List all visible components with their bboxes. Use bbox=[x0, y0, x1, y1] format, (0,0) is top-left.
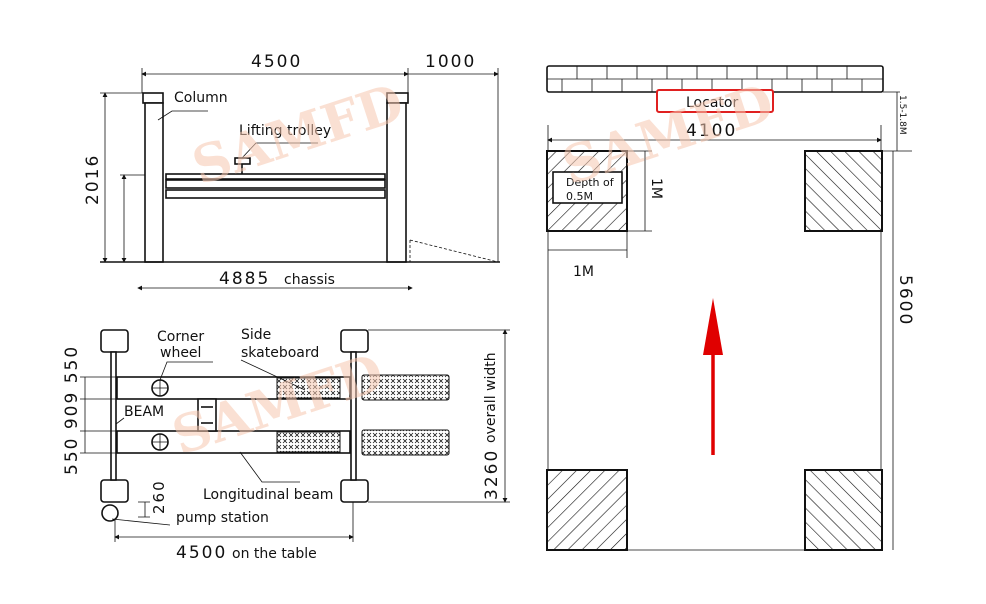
length-dim: 5600 bbox=[895, 275, 915, 326]
width-dim: 4100 bbox=[686, 121, 737, 141]
corner-label-2: wheel bbox=[160, 345, 201, 361]
post-top-left bbox=[100, 329, 129, 353]
ramp-dim: 1000 bbox=[425, 52, 476, 72]
extension-pad-bottom bbox=[361, 429, 450, 456]
locator-label: Locator bbox=[686, 95, 738, 111]
pump-station bbox=[101, 504, 119, 522]
post-bottom-left bbox=[100, 479, 129, 503]
locator-box bbox=[656, 89, 774, 113]
spacing-dims: 550 909 550 bbox=[62, 345, 82, 475]
beam-right bbox=[350, 351, 357, 481]
height-dim: 2016 bbox=[83, 154, 103, 205]
pit-width-dim: 1M bbox=[573, 264, 594, 280]
table-label: on the table bbox=[232, 546, 317, 562]
overall-width-label: overall width bbox=[483, 352, 499, 443]
pit-bottom-right bbox=[804, 469, 883, 551]
beam-left bbox=[110, 351, 117, 481]
side-label-1: Side bbox=[241, 327, 271, 343]
chassis-label: chassis bbox=[284, 272, 335, 288]
platform-base bbox=[165, 189, 386, 199]
ramp bbox=[409, 239, 499, 263]
left-column-cap bbox=[142, 92, 164, 104]
extension-pad-top bbox=[361, 374, 450, 401]
side-label-2: skateboard bbox=[241, 345, 319, 361]
side-skateboard-top bbox=[276, 377, 341, 399]
pit-height-dim: 1M bbox=[648, 178, 664, 199]
depth-note-2: 0.5M bbox=[566, 190, 593, 203]
left-column bbox=[144, 102, 164, 263]
platform bbox=[165, 179, 386, 189]
side-view: 4500 1000 2016 Column Lifting trolley 48… bbox=[83, 52, 500, 291]
width-dim: 4500 bbox=[251, 52, 302, 72]
pump-dim: 260 bbox=[150, 479, 168, 514]
post-bottom-right bbox=[340, 479, 369, 503]
platform-top bbox=[165, 173, 386, 180]
depth-note-box bbox=[552, 171, 623, 204]
side-skateboard-bottom bbox=[276, 431, 341, 453]
longitudinal-label: Longitudinal beam bbox=[203, 487, 333, 503]
top-view: 550 909 550 Corner wheel Side skateboard… bbox=[62, 327, 510, 563]
direction-arrow-head bbox=[703, 298, 723, 355]
column-label: Column bbox=[174, 90, 228, 106]
wall-distance: 1.5-1.8M bbox=[897, 95, 907, 135]
overall-width-dim: 3260 bbox=[482, 449, 502, 500]
chassis-dim: 4885 bbox=[219, 269, 270, 289]
table-dim: 4500 bbox=[176, 543, 227, 563]
pit-top-right bbox=[804, 150, 883, 232]
trolley-label: Lifting trolley bbox=[239, 123, 331, 139]
foundation-plan: Locator 1.5-1.8M 4100 Depth of 0.5M 1M 1… bbox=[546, 65, 915, 551]
depth-note-1: Depth of bbox=[566, 176, 615, 189]
pump-label: pump station bbox=[176, 510, 269, 526]
corner-label-1: Corner bbox=[157, 329, 204, 345]
beam-label: BEAM bbox=[124, 404, 164, 420]
pit-bottom-left bbox=[546, 469, 628, 551]
